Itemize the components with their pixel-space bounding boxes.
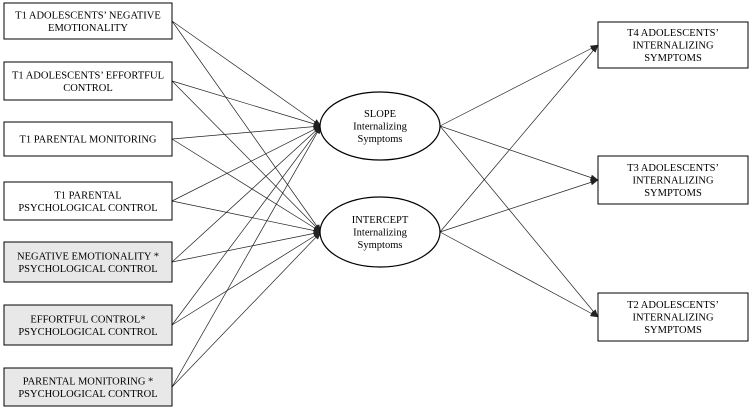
outcome-label-line: INTERNALIZING xyxy=(632,176,713,187)
predictor-label-line: PSYCHOLOGICAL CONTROL xyxy=(18,264,157,275)
predictor-label-line: T1 ADOLESCENTS’ NEGATIVE xyxy=(15,10,161,21)
latent-ellipse xyxy=(319,196,441,268)
outcome-label-line: SYMPTOMS xyxy=(644,188,702,199)
predictor-label-line: PSYCHOLOGICAL CONTROL xyxy=(18,327,157,338)
latent-ellipse xyxy=(319,91,441,161)
arrow-t1-effortful-control-to-slope xyxy=(171,80,322,127)
arrow-t1-negative-emotionality-to-intercept xyxy=(171,20,322,233)
predictor-box-outline xyxy=(3,61,173,101)
latent-label-line: Symptoms xyxy=(358,134,403,145)
arrow-intercept-to-t3-internalizing xyxy=(439,179,599,233)
predictor-label-line: T1 ADOLESCENTS’ EFFORTFUL xyxy=(12,70,164,81)
arrow-t1-effortful-control-to-intercept xyxy=(171,80,322,233)
arrow-slope-to-t3-internalizing xyxy=(439,125,599,181)
outcome-label-line: INTERNALIZING xyxy=(632,313,713,324)
arrow-intercept-to-t2-internalizing xyxy=(439,231,599,318)
arrow-intercept-to-t4-internalizing xyxy=(439,44,599,233)
predictor-box-outline xyxy=(3,121,173,157)
predictor-box-t1-effortful-control: T1 ADOLESCENTS’ EFFORTFUL CONTROL xyxy=(3,61,173,101)
latent-label-line: SLOPE xyxy=(364,109,396,120)
arrow-effcontrol-x-psychcontrol-to-slope xyxy=(171,125,322,326)
predictor-box-outline xyxy=(3,241,173,283)
predictor-label-line: EMOTIONALITY xyxy=(48,23,128,34)
latent-label-line: Internalizing xyxy=(353,122,407,133)
predictor-box-outline xyxy=(3,304,173,346)
predictor-label-line: T1 PARENTAL MONITORING xyxy=(19,135,156,146)
predictor-label-line: EFFORTFUL CONTROL* xyxy=(30,314,145,325)
predictor-box-effcontrol-x-psychcontrol: EFFORTFUL CONTROL* PSYCHOLOGICAL CONTROL xyxy=(3,304,173,346)
predictor-label-line: PSYCHOLOGICAL CONTROL xyxy=(18,389,157,400)
outcome-box-outline xyxy=(597,292,749,342)
predictor-box-outline xyxy=(3,181,173,221)
arrow-negemo-x-psychcontrol-to-intercept xyxy=(171,230,322,263)
predictor-box-negemo-x-psychcontrol: NEGATIVE EMOTIONALITY * PSYCHOLOGICAL CON… xyxy=(3,241,173,283)
arrow-t1-psychological-control-to-slope xyxy=(171,125,322,202)
predictor-label-line: NEGATIVE EMOTIONALITY * xyxy=(17,251,159,262)
predictor-label-line: PARENTAL MONITORING * xyxy=(23,376,154,387)
predictor-label-line: CONTROL xyxy=(63,83,113,94)
outcome-label-line: T3 ADOLESCENTS’ xyxy=(627,163,719,174)
predictor-box-t1-psychological-control: T1 PARENTAL PSYCHOLOGICAL CONTROL xyxy=(3,181,173,221)
outcome-label-line: T2 ADOLESCENTS’ xyxy=(627,300,719,311)
arrow-t1-parental-monitoring-to-intercept xyxy=(171,138,322,233)
predictor-box-t1-negative-emotionality: T1 ADOLESCENTS’ NEGATIVE EMOTIONALITY xyxy=(3,2,173,40)
arrow-t1-negative-emotionality-to-slope xyxy=(171,20,322,127)
outcome-label-line: SYMPTOMS xyxy=(644,53,702,64)
outcome-label-line: INTERNALIZING xyxy=(632,41,713,52)
path-arrows xyxy=(171,20,599,388)
latent-label-line: Symptoms xyxy=(358,240,403,251)
arrow-effcontrol-x-psychcontrol-to-intercept xyxy=(171,231,322,326)
outcome-label-line: T4 ADOLESCENTS’ xyxy=(627,28,719,39)
latent-label-line: INTERCEPT xyxy=(352,215,409,226)
predictor-label-line: PSYCHOLOGICAL CONTROL xyxy=(18,203,157,214)
arrow-slope-to-t2-internalizing xyxy=(439,125,599,318)
latent-label-line: Internalizing xyxy=(353,228,407,239)
arrow-monitoring-x-psychcontrol-to-slope xyxy=(171,125,322,388)
arrow-slope-to-t4-internalizing xyxy=(439,44,599,127)
outcome-box-outline xyxy=(597,21,749,69)
arrow-monitoring-x-psychcontrol-to-intercept xyxy=(171,231,322,388)
arrow-t1-psychological-control-to-intercept xyxy=(171,200,322,234)
predictor-box-t1-parental-monitoring: T1 PARENTAL MONITORING xyxy=(3,121,173,157)
outcome-label-line: SYMPTOMS xyxy=(644,325,702,336)
predictor-label-line: T1 PARENTAL xyxy=(54,190,121,201)
arrow-t1-parental-monitoring-to-slope xyxy=(171,123,322,140)
predictor-box-outline xyxy=(3,367,173,407)
predictor-box-monitoring-x-psychcontrol: PARENTAL MONITORING * PSYCHOLOGICAL CONTR… xyxy=(3,367,173,407)
outcome-box-outline xyxy=(597,155,749,205)
predictor-box-outline xyxy=(3,2,173,40)
arrow-negemo-x-psychcontrol-to-slope xyxy=(171,125,322,263)
